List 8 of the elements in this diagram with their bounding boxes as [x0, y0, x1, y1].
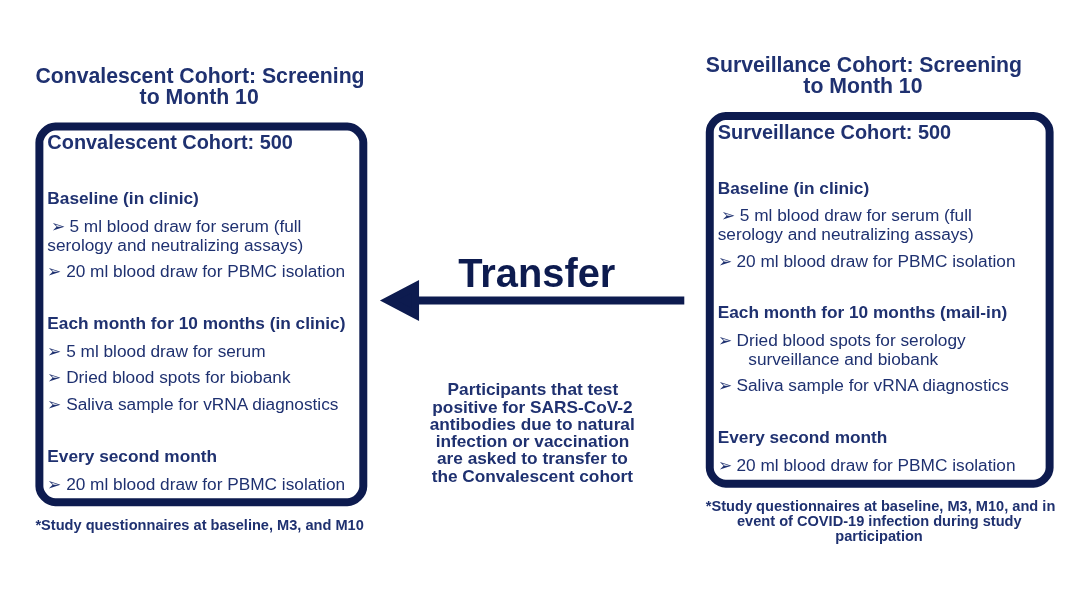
node-label: Surveillance Cohort: Screening to Month 10 — [705, 52, 1023, 99]
label: Participants that test positive for SARS-CoV-2 antibodies due to natural infection or vaccination are asked to transfer to the Convalescent cohort — [429, 379, 635, 486]
node-box: Surveillance Cohort: 500 Baseline (in clinic) ➢ 5 ml blood draw for serum (full serology and neutralizing assays) ➢ 20 ml blood draw for PBMC isolation Each month for 10 months (mail-in) ➢ Dried blood spots for serology surveillance and biobank ➢ Saliva sample for vRNA diagnostics Every second month ➢ 20 ml blood draw for PBMC isolation — [705, 112, 1054, 488]
node-label: *Study questionnaires at baseline, M3, M10, and in event of COVID-19 infection during study participation — [705, 498, 1056, 544]
edge-label: Transfer — [458, 251, 616, 296]
node-label: *Study questionnaires at baseline, M3, and M10 — [35, 516, 364, 533]
node-box: Convalescent Cohort: 500 Baseline (in clinic) ➢ 5 ml blood draw for serum (full serology and neutralizing assays) ➢ 20 ml blood draw for PBMC isolation Each month for 10 months (in clinic) ➢ 5 ml blood draw for serum ➢ Dried blood spots for biobank ➢ Saliva sample for vRNA diagnostics Every second month ➢ 20 ml blood draw for PBMC isolation — [35, 122, 368, 507]
node-label: Convalescent Cohort: Screening to Month 10 — [35, 63, 365, 109]
